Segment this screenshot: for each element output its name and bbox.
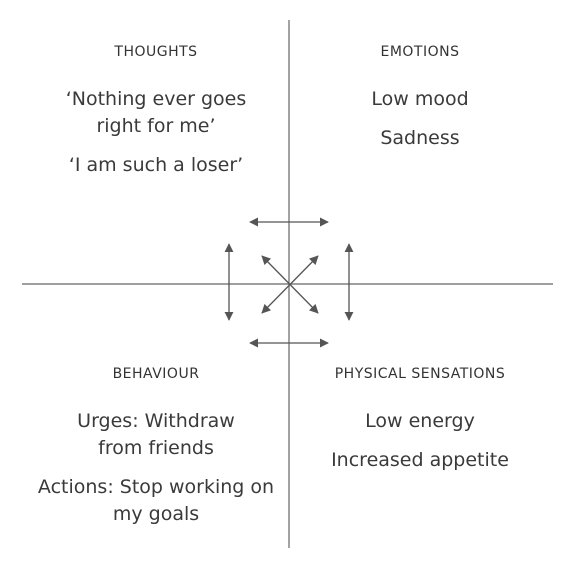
emotions-quadrant: EMOTIONS Low mood Sadness [290,44,550,164]
behaviour-quadrant: BEHAVIOUR Urges: Withdraw from friends A… [26,366,286,540]
emotion-item: Low mood [371,88,469,110]
physical-sensations-quadrant: PHYSICAL SENSATIONS Low energy Increased… [290,366,550,486]
arrow-emotions-behaviour [261,255,319,314]
emotions-heading: EMOTIONS [380,44,460,60]
thought-item: ‘I am such a loser’ [68,154,244,176]
thoughts-heading: THOUGHTS [114,44,198,60]
thoughts-quadrant: THOUGHTS ‘Nothing ever goes right for me… [26,44,286,191]
physical-sensation-item: Increased appetite [331,449,509,471]
behaviour-heading: BEHAVIOUR [112,366,200,382]
physical-sensations-heading: PHYSICAL SENSATIONS [334,366,506,382]
physical-sensation-item: Low energy [365,410,475,432]
behaviour-item: Actions: Stop working on my goals [37,476,275,525]
behaviour-item: Urges: Withdraw from friends [77,410,235,459]
emotion-item: Sadness [380,127,460,149]
thought-item: ‘Nothing ever goes right for me’ [65,88,247,137]
